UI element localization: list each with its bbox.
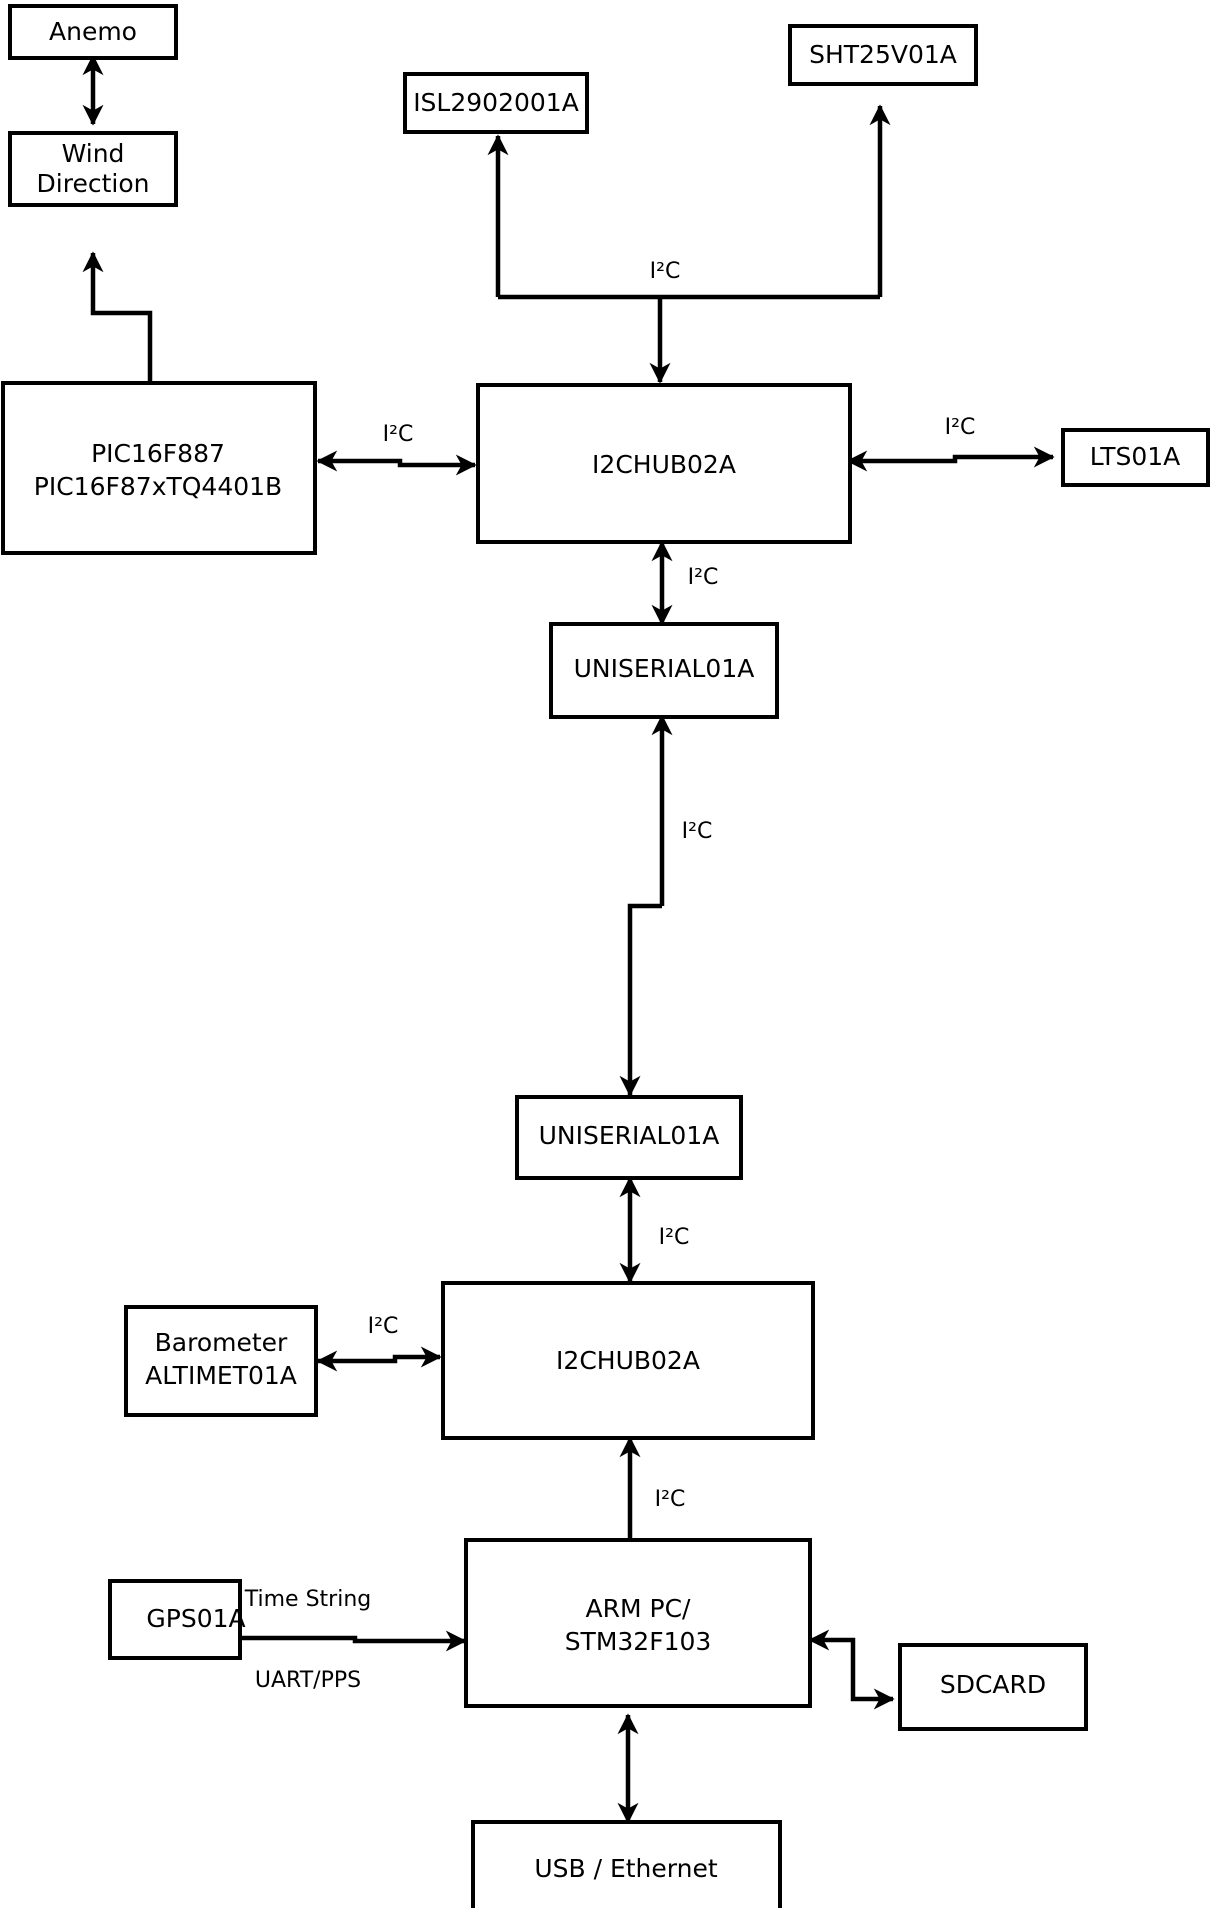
block-barometer-label-2: ALTIMET01A bbox=[145, 1361, 297, 1390]
block-usb-ethernet-label: USB / Ethernet bbox=[534, 1854, 718, 1883]
block-anemo-label: Anemo bbox=[49, 17, 137, 46]
block-i2chub02a-top-label: I2CHUB02A bbox=[592, 450, 736, 479]
edge-label-i2c-bus: I²C bbox=[650, 259, 681, 284]
block-wind-direction-label-1: Wind bbox=[62, 139, 125, 168]
edge-label-uart-pps: UART/PPS bbox=[255, 1668, 361, 1693]
block-uniserial01a-bottom[interactable]: UNISERIAL01A bbox=[515, 1095, 743, 1180]
block-lts01a[interactable]: LTS01A bbox=[1061, 428, 1210, 487]
edge-gps-arm bbox=[240, 1630, 467, 1652]
block-arm-pc-label-1: ARM PC/ bbox=[586, 1594, 692, 1623]
edge-pic-hubtop bbox=[316, 450, 477, 476]
block-i2chub02a-bottom[interactable]: I2CHUB02A bbox=[441, 1281, 815, 1440]
edge-label-time-string: Time String bbox=[244, 1587, 372, 1612]
block-pic16f887-label-1: PIC16F887 bbox=[91, 439, 225, 468]
edge-label-i2c-hub-uniserial: I²C bbox=[688, 565, 719, 590]
block-gps01a[interactable]: GPS01A bbox=[108, 1579, 246, 1660]
edge-label-i2c-pic-hub: I²C bbox=[383, 422, 414, 447]
block-arm-pc[interactable]: ARM PC/ STM32F103 bbox=[464, 1538, 812, 1708]
block-sdcard-label: SDCARD bbox=[940, 1670, 1046, 1699]
block-isl2902001a[interactable]: ISL2902001A bbox=[403, 72, 589, 134]
edge-hubtop-lts bbox=[846, 446, 1055, 472]
block-sht25v01a[interactable]: SHT25V01A bbox=[788, 24, 978, 86]
block-uniserial01a-bottom-label: UNISERIAL01A bbox=[539, 1121, 720, 1150]
block-wind-direction-label-2: Direction bbox=[37, 169, 150, 198]
edge-arm-sdcard bbox=[808, 1629, 895, 1710]
block-wind-direction[interactable]: Wind Direction bbox=[8, 131, 178, 207]
block-uniserial01a-top-label: UNISERIAL01A bbox=[574, 654, 755, 683]
edge-label-i2c-hubbot-uniserial: I²C bbox=[659, 1225, 690, 1250]
block-barometer-altimet01a[interactable]: Barometer ALTIMET01A bbox=[124, 1305, 318, 1417]
block-anemo[interactable]: Anemo bbox=[8, 4, 178, 60]
edge-barometer-hubbot bbox=[316, 1346, 442, 1372]
block-pic16f887[interactable]: PIC16F887 PIC16F87xTQ4401B bbox=[1, 381, 317, 555]
edge-label-i2c-barometer: I²C bbox=[368, 1314, 399, 1339]
edge-label-i2c-uniserial-link: I²C bbox=[682, 819, 713, 844]
block-sht25v01a-label: SHT25V01A bbox=[809, 40, 957, 69]
block-uniserial01a-top[interactable]: UNISERIAL01A bbox=[549, 622, 779, 719]
block-usb-ethernet[interactable]: USB / Ethernet bbox=[471, 1820, 782, 1908]
block-arm-pc-label-2: STM32F103 bbox=[565, 1627, 712, 1656]
edge-label-i2c-arm: I²C bbox=[655, 1487, 686, 1512]
edge-pic-wind bbox=[82, 251, 153, 382]
block-pic16f887-label-2: PIC16F87xTQ4401B bbox=[34, 472, 282, 501]
edge-label-i2c-lts: I²C bbox=[945, 415, 976, 440]
block-barometer-label-1: Barometer bbox=[155, 1328, 288, 1357]
edge-uniserial-link-lower bbox=[619, 903, 662, 1097]
block-i2chub02a-bottom-label: I2CHUB02A bbox=[556, 1346, 700, 1375]
block-isl2902001a-label: ISL2902001A bbox=[413, 88, 579, 117]
block-lts01a-label: LTS01A bbox=[1090, 442, 1181, 471]
block-i2chub02a-top[interactable]: I2CHUB02A bbox=[476, 383, 852, 544]
block-gps01a-label: GPS01A bbox=[146, 1604, 245, 1633]
block-sdcard[interactable]: SDCARD bbox=[898, 1643, 1088, 1731]
